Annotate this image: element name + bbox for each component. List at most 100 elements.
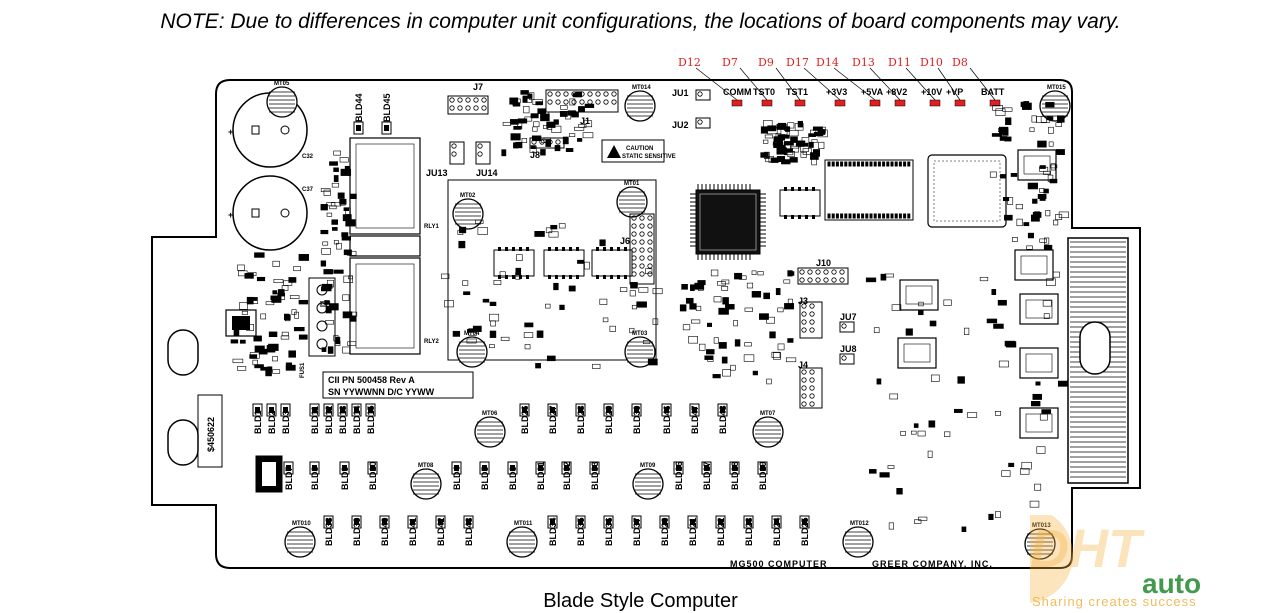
blade-terminal: BLD43: [463, 515, 474, 546]
smd-component: [334, 341, 341, 346]
smd-component: [689, 303, 697, 310]
smd-component: [272, 356, 278, 362]
smd-component: [559, 304, 565, 310]
smd-component: [298, 299, 309, 305]
smd-component: [695, 305, 702, 311]
mounting-hole-label: MT013: [1032, 523, 1051, 529]
caution-label: CAUTION STATIC SENSITIVE: [601, 139, 676, 163]
smd-component: [568, 285, 576, 292]
smd-component: [1023, 222, 1030, 227]
smd-component: [905, 328, 913, 336]
smd-component: [329, 161, 338, 166]
smd-component: [320, 260, 327, 267]
smd-component: [272, 369, 281, 374]
smd-component: [927, 450, 933, 458]
smd-component: [713, 296, 722, 303]
mounting-hole-label: MT014: [632, 85, 651, 91]
smd-component: [929, 320, 937, 327]
connector: JU1: [672, 88, 711, 101]
smd-component: [340, 168, 352, 176]
smd-component: [1058, 380, 1069, 387]
component-r20-inner: [232, 316, 250, 330]
blade-label: BLD30: [632, 405, 642, 434]
smd-component: [249, 352, 260, 359]
smd-component: [777, 122, 787, 130]
smd-component: [1045, 102, 1055, 108]
mounting-hole-label: MT01: [624, 181, 640, 187]
smd-component: [712, 374, 721, 379]
smd-component: [489, 344, 495, 349]
led-indicator: [929, 99, 941, 107]
smd-component: [991, 289, 997, 295]
smd-component: [717, 281, 726, 286]
led-label: +10V: [921, 87, 942, 97]
smd-component: [760, 152, 769, 158]
blade-terminal: BLD34: [547, 515, 558, 546]
blade-terminal: BLD14: [351, 403, 362, 434]
relay-rly2: RLY2: [349, 257, 439, 355]
smd-component: [347, 341, 357, 346]
led-indicator: [894, 99, 906, 107]
smd-component: [475, 219, 484, 224]
blade-label: BLD27: [548, 405, 558, 434]
blade-terminal: BLD12: [323, 403, 334, 434]
smd-component: [1043, 313, 1050, 319]
smd-component: [343, 207, 350, 211]
smd-component: [790, 145, 799, 153]
smd-component: [1010, 172, 1018, 177]
smd-component: [288, 277, 297, 283]
smd-component: [783, 127, 790, 131]
capacitor-c37: + C37: [228, 175, 314, 251]
mounting-hole-label: MT06: [482, 411, 498, 417]
smd-component: [462, 280, 469, 286]
blade-terminal: BLD27: [547, 403, 558, 434]
smd-component: [797, 120, 804, 128]
mounting-hole: MT07: [752, 411, 784, 448]
connector: JU8: [839, 344, 857, 365]
blade-label: BLD33: [590, 461, 600, 490]
smd-component: [289, 295, 300, 299]
smd-component: [1043, 244, 1053, 251]
smd-component: [631, 304, 638, 310]
smd-component: [1036, 116, 1047, 124]
connector-label: J4: [798, 360, 808, 370]
smd-component: [322, 241, 329, 246]
smd-component: [252, 359, 258, 366]
smd-component: [1034, 483, 1042, 491]
smd-component: [773, 352, 782, 360]
blade-terminal: BLD48: [717, 403, 728, 434]
led-callout-label: D13: [852, 56, 875, 69]
smd-component: [256, 276, 266, 282]
led-label: +VP: [946, 87, 963, 97]
smd-component: [237, 264, 245, 271]
mounting-hole: MT011: [506, 521, 538, 558]
smd-component: [1036, 446, 1046, 454]
mounting-hole-label: MT011: [514, 521, 533, 527]
smd-component: [988, 513, 994, 520]
connector-label: JU8: [840, 344, 857, 354]
logic-ic: [543, 247, 585, 279]
blade-label: BLD17: [702, 461, 712, 490]
smd-component: [1021, 461, 1032, 470]
blade-label: BLD22: [716, 517, 726, 546]
smd-component: [1027, 232, 1034, 239]
blade-terminal: BLD24: [771, 515, 782, 546]
led-label: +8V2: [886, 87, 907, 97]
smd-component: [325, 320, 334, 325]
smd-component: [998, 360, 1009, 368]
blade-terminal: BLD6: [507, 461, 518, 490]
smd-component: [298, 254, 309, 261]
smd-component: [323, 189, 331, 196]
smd-component: [889, 393, 899, 400]
regulator-ic: [897, 337, 937, 369]
smd-component: [522, 95, 528, 103]
blade-label: BLD5: [480, 466, 490, 490]
smd-component: [489, 313, 500, 322]
regulator-ic: [1019, 407, 1059, 439]
blade-label: BLD46: [662, 405, 672, 434]
smd-component: [734, 339, 741, 347]
blade-terminal: BLD31: [535, 461, 546, 490]
led-callout: D10: [920, 56, 966, 107]
blade-terminal: BLD17: [701, 461, 712, 490]
smd-component: [993, 323, 1004, 329]
